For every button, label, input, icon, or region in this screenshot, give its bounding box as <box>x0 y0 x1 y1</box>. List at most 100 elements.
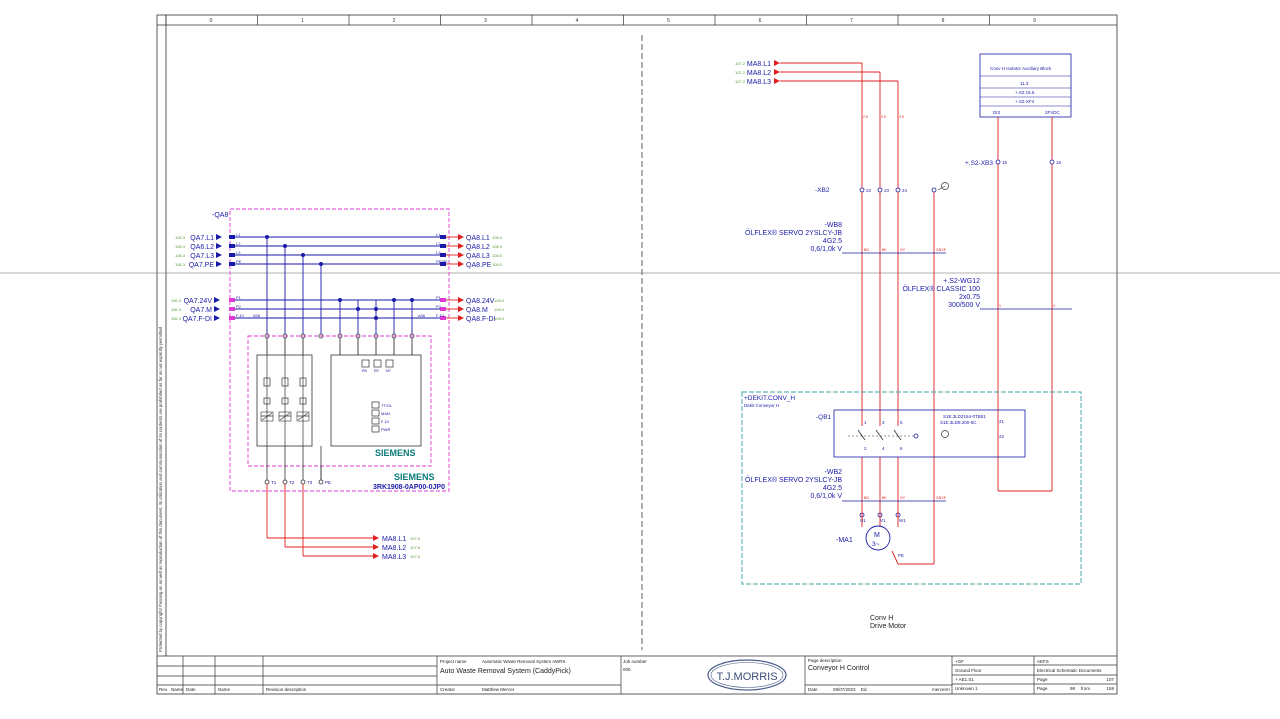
led-box <box>385 359 394 368</box>
aux-block-title: Conv H Isolator Auxiliary Block <box>990 66 1052 71</box>
status-label: MAN <box>381 411 390 416</box>
input-arrow <box>216 252 222 258</box>
qb1-part-1: S1E.3LD2164-0TB51 <box>943 414 986 419</box>
output-label: QA8.L3 <box>466 253 490 260</box>
ctrl-output-label: QA8.24V <box>466 298 495 305</box>
pe-motor-diag <box>891 550 899 565</box>
rev-header-date: Date <box>186 687 196 692</box>
output-pin <box>440 262 446 266</box>
terminal-label: T1 <box>271 480 277 485</box>
motor-ref: 107.6 <box>410 554 421 559</box>
qb1-top-pin: 5 <box>900 420 903 425</box>
terminal-node <box>300 479 306 485</box>
terminal-label: T2 <box>289 480 295 485</box>
input-pin <box>229 262 235 266</box>
switch-coil <box>299 397 307 405</box>
cable-core: 2 <box>1053 304 1055 308</box>
input-ref: 106.3 <box>175 235 186 240</box>
cable-core: GNYE <box>936 248 947 252</box>
right-input-arrow <box>774 69 780 75</box>
cable-text: 0,6/1,0k V <box>810 246 842 253</box>
output-ref: 108.0 <box>492 235 503 240</box>
xb3-terminal <box>995 159 1001 165</box>
part-number: 3RK1908-0AP00-0JP0 <box>373 484 445 491</box>
switch-body <box>263 377 271 387</box>
thyristor-box <box>296 411 310 422</box>
phase-marker: 2.5 <box>863 115 868 119</box>
right-input-arrow <box>774 78 780 84</box>
ctrl-pin <box>229 316 235 320</box>
motor-ref: 107.6 <box>410 545 421 550</box>
input-pin-label: L3 <box>236 250 241 255</box>
ctrl-out-pin <box>440 298 446 302</box>
ctrl-output-ref: 108.0 <box>494 307 505 312</box>
siemens-outer-brand: SIEMENS <box>394 472 435 482</box>
qb1-earth <box>941 430 949 438</box>
cable-text: +.S2-WG12 <box>943 278 980 285</box>
led-label: ER <box>374 369 379 373</box>
qb1-contact <box>857 429 866 441</box>
right-input-ref: 107.2 <box>735 70 746 75</box>
dekit-outline <box>741 391 1082 585</box>
input-pin <box>229 244 235 248</box>
status-box <box>371 417 380 425</box>
led-box <box>361 359 370 368</box>
status-label: TT/OL <box>381 403 393 408</box>
status-label: F-DI <box>381 419 389 424</box>
xb2-tag: -XB2 <box>815 187 830 194</box>
earth-symbol <box>941 182 949 190</box>
ed-label: Ed. <box>861 687 868 692</box>
right-input-label: MA8.L2 <box>747 70 771 77</box>
output-pin-label: PE/PE <box>436 259 448 264</box>
pe-terminal <box>931 187 937 193</box>
control-section <box>330 354 422 447</box>
aux-pin-1: DI3 <box>993 110 1001 115</box>
led-label: MT <box>386 369 392 373</box>
output-label: QA8.PE <box>466 262 492 269</box>
output-pin-label: L2 <box>436 241 441 246</box>
cable-text: 4G2.5 <box>823 238 842 245</box>
cable-text: -WB8 <box>825 222 843 229</box>
company-logo: T.J.MORRIS <box>707 659 787 691</box>
cable-core: BK <box>882 248 887 252</box>
xb2-pin: 24 <box>902 188 908 193</box>
motor-arrow <box>373 535 379 541</box>
cable-text: 4G2.5 <box>823 485 842 492</box>
xb2-terminal <box>877 187 883 193</box>
thyristor-symbol <box>279 412 291 421</box>
output-pin <box>440 244 446 248</box>
input-arrow <box>216 261 222 267</box>
page-number: 107 <box>1106 677 1114 682</box>
terminal-label: PE <box>325 480 331 485</box>
page-of: 98 <box>1070 686 1076 691</box>
terminal-node <box>282 479 288 485</box>
ctrl-pin <box>229 307 235 311</box>
rev-header-rev: Rev. <box>159 687 168 692</box>
qb1-contact <box>893 429 902 441</box>
input-arrow <box>216 234 222 240</box>
qa8-tag: -QA8 <box>212 212 228 219</box>
xb2-pin: 22 <box>866 188 872 193</box>
output-arrow <box>458 252 464 258</box>
ctrl-out-pin-label: F-DI <box>436 313 444 318</box>
output-arrow <box>458 243 464 249</box>
xb3-pin: 16 <box>1056 160 1062 165</box>
motor-label: MA8.L3 <box>382 554 406 561</box>
isolator-qb1: -QB1 S1E.3LD2164-0TB51 S1E.3LD9.200-5C 1… <box>816 409 1026 458</box>
location-4: Unknown 1 <box>955 686 978 691</box>
doc-1: AEFS <box>1037 659 1049 664</box>
input-pin <box>229 253 235 257</box>
output-label: QA8.L2 <box>466 244 490 251</box>
motor-term-pe: PE <box>898 553 904 558</box>
ctrl-out-pin <box>440 307 446 311</box>
qb1-top-pin: 3 <box>882 420 885 425</box>
page-desc-label: Page description <box>808 658 842 663</box>
right-input-arrow <box>774 60 780 66</box>
ctrl-input-arrow <box>214 297 220 303</box>
led-box <box>373 359 382 368</box>
qb1-bot-pin: 4 <box>882 446 885 451</box>
